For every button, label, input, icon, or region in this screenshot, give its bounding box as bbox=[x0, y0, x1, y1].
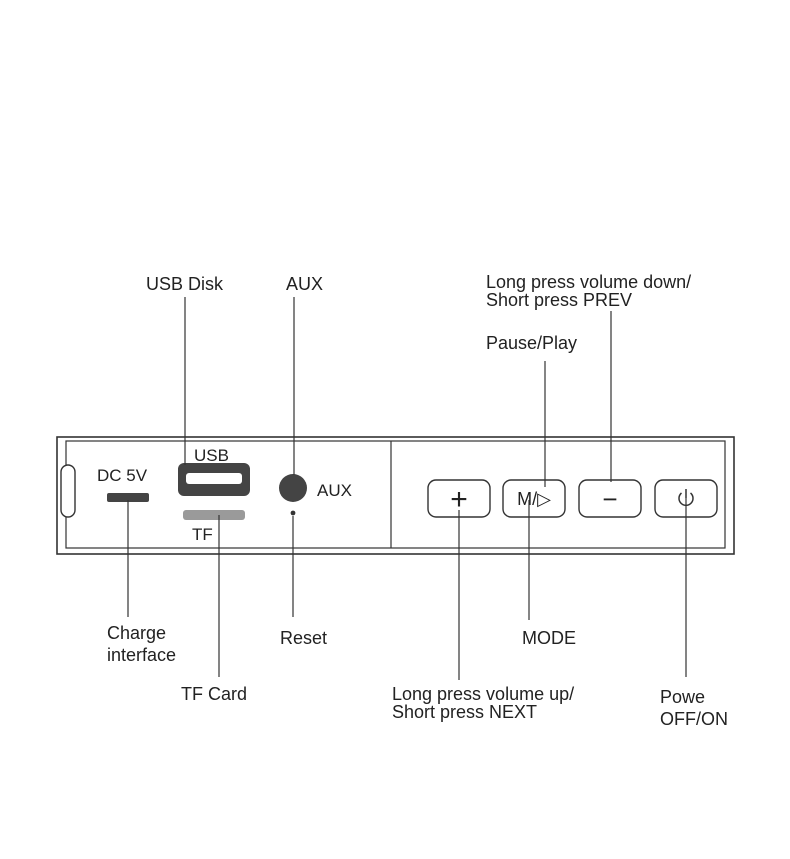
aux-jack-label: AUX bbox=[317, 481, 352, 500]
usb-port-slot bbox=[186, 473, 242, 484]
plus-icon: + bbox=[450, 483, 468, 516]
mode-play-icon: M/▷ bbox=[517, 489, 551, 509]
tf-card-slot bbox=[183, 510, 245, 520]
minus-icon: − bbox=[602, 484, 617, 514]
micro-usb-port bbox=[107, 493, 149, 502]
tf-slot-label: TF bbox=[192, 525, 213, 544]
volume-down-button[interactable]: − bbox=[578, 479, 642, 518]
leader-lines bbox=[127, 297, 687, 680]
aux-jack bbox=[279, 474, 307, 502]
pause-play-callout: Pause/Play bbox=[486, 333, 577, 353]
usb-disk-callout: USB Disk bbox=[146, 274, 224, 294]
side-tab bbox=[60, 464, 76, 518]
dc-5v-label: DC 5V bbox=[97, 466, 148, 485]
panel-outer-frame bbox=[56, 436, 735, 555]
power-callout-line2: OFF/ON bbox=[660, 709, 728, 729]
usb-port-label: USB bbox=[194, 446, 229, 465]
vol-up-callout-line2: Short press NEXT bbox=[392, 702, 537, 722]
vol-up-callout-line1: Long press volume up/ bbox=[392, 684, 574, 704]
vol-down-callout-line1: Long press volume down/ bbox=[486, 272, 691, 292]
device-panel bbox=[56, 436, 735, 555]
mode-button[interactable]: M/▷ bbox=[502, 479, 566, 518]
mode-callout: MODE bbox=[522, 628, 576, 648]
power-callout-line1: Powe bbox=[660, 687, 705, 707]
vol-down-callout-line2: Short press PREV bbox=[486, 290, 632, 310]
charge-callout-line1: Charge bbox=[107, 623, 166, 643]
reset-callout: Reset bbox=[280, 628, 327, 648]
tf-card-callout: TF Card bbox=[181, 684, 247, 704]
charge-callout-line2: interface bbox=[107, 645, 176, 665]
aux-callout: AUX bbox=[286, 274, 323, 294]
reset-pinhole bbox=[290, 510, 296, 516]
